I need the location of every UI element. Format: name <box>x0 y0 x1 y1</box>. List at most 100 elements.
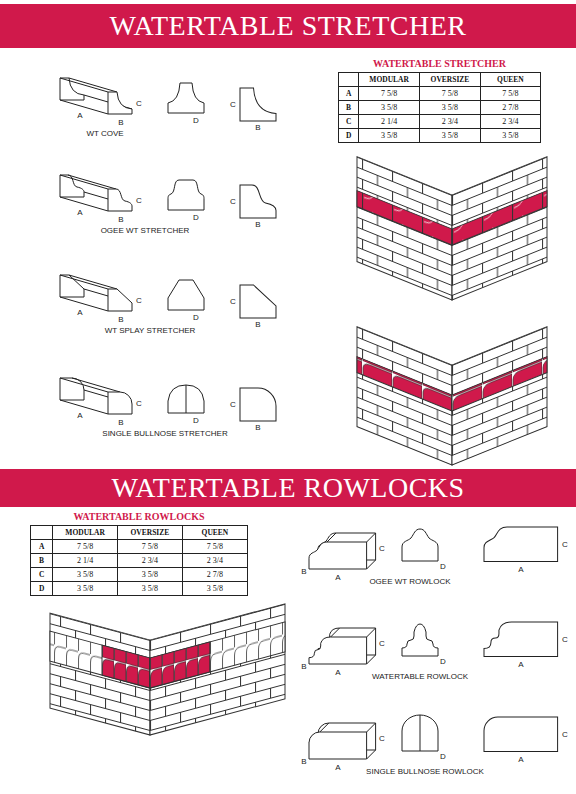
drawing-path <box>309 628 376 664</box>
dimension-letter: D <box>440 657 446 666</box>
dimension-value: 2 3/4 <box>142 556 158 565</box>
dimension-value: 7 5/8 <box>442 89 458 98</box>
table-cell: D <box>31 582 53 596</box>
drawing-use <box>402 624 438 656</box>
drawing-rect <box>150 622 285 688</box>
drawing-g <box>452 327 547 465</box>
rowlock-drawings <box>309 527 558 759</box>
product-name: SINGLE BULLNOSE STRETCHER <box>102 429 227 438</box>
table-cell: 3 5/8 <box>420 129 481 143</box>
dimension-value: 2 1/4 <box>77 556 93 565</box>
title-band: WATERTABLE ROWLOCKS <box>0 469 576 507</box>
drawing-path <box>60 78 132 114</box>
dimension-value: 3 5/8 <box>442 103 458 112</box>
dimension-letter: C <box>230 297 236 306</box>
dimension-letter: C <box>562 635 568 644</box>
dimension-value: 3 5/8 <box>142 570 158 579</box>
header-text: OVERSIZE <box>131 528 170 537</box>
drawing-g <box>357 157 547 300</box>
dimension-letter: C <box>230 197 236 206</box>
dimension-letter: C <box>136 196 142 205</box>
table-row: MODULAR OVERSIZE QUEEN <box>339 73 541 87</box>
table-cell: 3 5/8 <box>53 568 118 582</box>
table-cell: 3 5/8 <box>118 568 183 582</box>
dimension-letter: B <box>118 418 123 427</box>
table-cell <box>31 526 53 540</box>
header-text: QUEEN <box>202 528 229 537</box>
table-row: MODULAROVERSIZEQUEEN <box>31 526 248 540</box>
dimension-value: 7 5/8 <box>142 542 158 551</box>
table-cell: 2 3/4 <box>118 554 183 568</box>
table-cell: B <box>339 101 359 115</box>
band-title: WATERTABLE STRETCHER <box>110 10 467 42</box>
table-cell: 7 5/8 <box>182 540 247 554</box>
drawing-g <box>50 613 150 735</box>
header-text: QUEEN <box>497 75 524 84</box>
row-letter: C <box>346 117 351 126</box>
spec-grid: MODULAROVERSIZEQUEENA7 5/87 5/87 5/8B3 5… <box>338 72 541 143</box>
drawing-use <box>168 180 204 210</box>
drawing-use <box>108 392 132 414</box>
dimension-letter: B <box>301 567 306 576</box>
drawing-use <box>240 185 276 218</box>
drawing-g <box>452 157 547 300</box>
drawing-path <box>60 175 132 211</box>
dimension-letter: A <box>335 668 340 677</box>
dimension-letter: C <box>136 296 142 305</box>
dimension-letter: C <box>136 399 142 408</box>
table-cell: 7 5/8 <box>359 87 420 101</box>
table-cell: 7 5/8 <box>118 540 183 554</box>
dimension-value: 7 5/8 <box>381 89 397 98</box>
dimension-value: 2 7/8 <box>502 103 518 112</box>
dimension-value: 3 5/8 <box>381 103 397 112</box>
drawing-use <box>168 280 204 310</box>
product-name: OGEE WT ROWLOCK <box>369 577 450 586</box>
dimension-value: 3 5/8 <box>381 131 397 140</box>
row-letter: D <box>39 584 44 593</box>
dimension-letter: A <box>518 565 523 574</box>
dimension-value: 3 5/8 <box>77 570 93 579</box>
bullnose-wall-corner <box>357 327 547 465</box>
dimension-letter: B <box>118 215 123 224</box>
dimension-letter: B <box>255 320 260 329</box>
table-header: MODULAR <box>359 73 420 87</box>
table-cell: 2 1/4 <box>53 554 118 568</box>
drawing-g <box>60 275 276 318</box>
table-cell: A <box>31 540 53 554</box>
table-row: B2 1/42 3/42 3/4 <box>31 554 248 568</box>
drawing-g <box>309 715 558 759</box>
drawing-g <box>357 327 547 465</box>
drawing-g <box>357 327 452 465</box>
table-row: D3 5/83 5/83 5/8 <box>339 129 541 143</box>
product-name: WT SPLAY STRETCHER <box>105 326 196 335</box>
table-header: QUEEN <box>480 73 540 87</box>
drawing-use <box>309 732 367 759</box>
dimension-value: 3 5/8 <box>502 131 518 140</box>
dimension-letter: A <box>77 308 82 317</box>
dimension-value: 3 5/8 <box>442 131 458 140</box>
table-cell: 3 5/8 <box>359 101 420 115</box>
table-row: C3 5/83 5/82 7/8 <box>31 568 248 582</box>
spec-table: WATERTABLE ROWLOCKSMODULAROVERSIZEQUEENA… <box>30 511 248 596</box>
band-title: WATERTABLE ROWLOCKS <box>111 472 464 504</box>
table-cell: B <box>31 554 53 568</box>
drawing-rect <box>357 357 452 411</box>
dimension-letter: B <box>255 220 260 229</box>
drawing-rect <box>357 157 452 300</box>
header-text: OVERSIZE <box>431 75 470 84</box>
drawing-use <box>309 637 367 664</box>
drawing-rect <box>452 157 547 300</box>
drawing-use <box>402 529 438 561</box>
drawing-rect <box>357 327 452 465</box>
drawing-path <box>309 533 376 569</box>
table-cell: 2 3/4 <box>420 115 481 129</box>
table-cell: 7 5/8 <box>420 87 481 101</box>
dimension-letter: B <box>255 123 260 132</box>
dimension-value: 2 1/4 <box>381 117 397 126</box>
drawing-use <box>108 289 132 311</box>
drawing-use <box>309 542 367 569</box>
dimension-letter: A <box>335 763 340 772</box>
drawing-use <box>484 622 558 657</box>
table-cell: 7 5/8 <box>53 540 118 554</box>
